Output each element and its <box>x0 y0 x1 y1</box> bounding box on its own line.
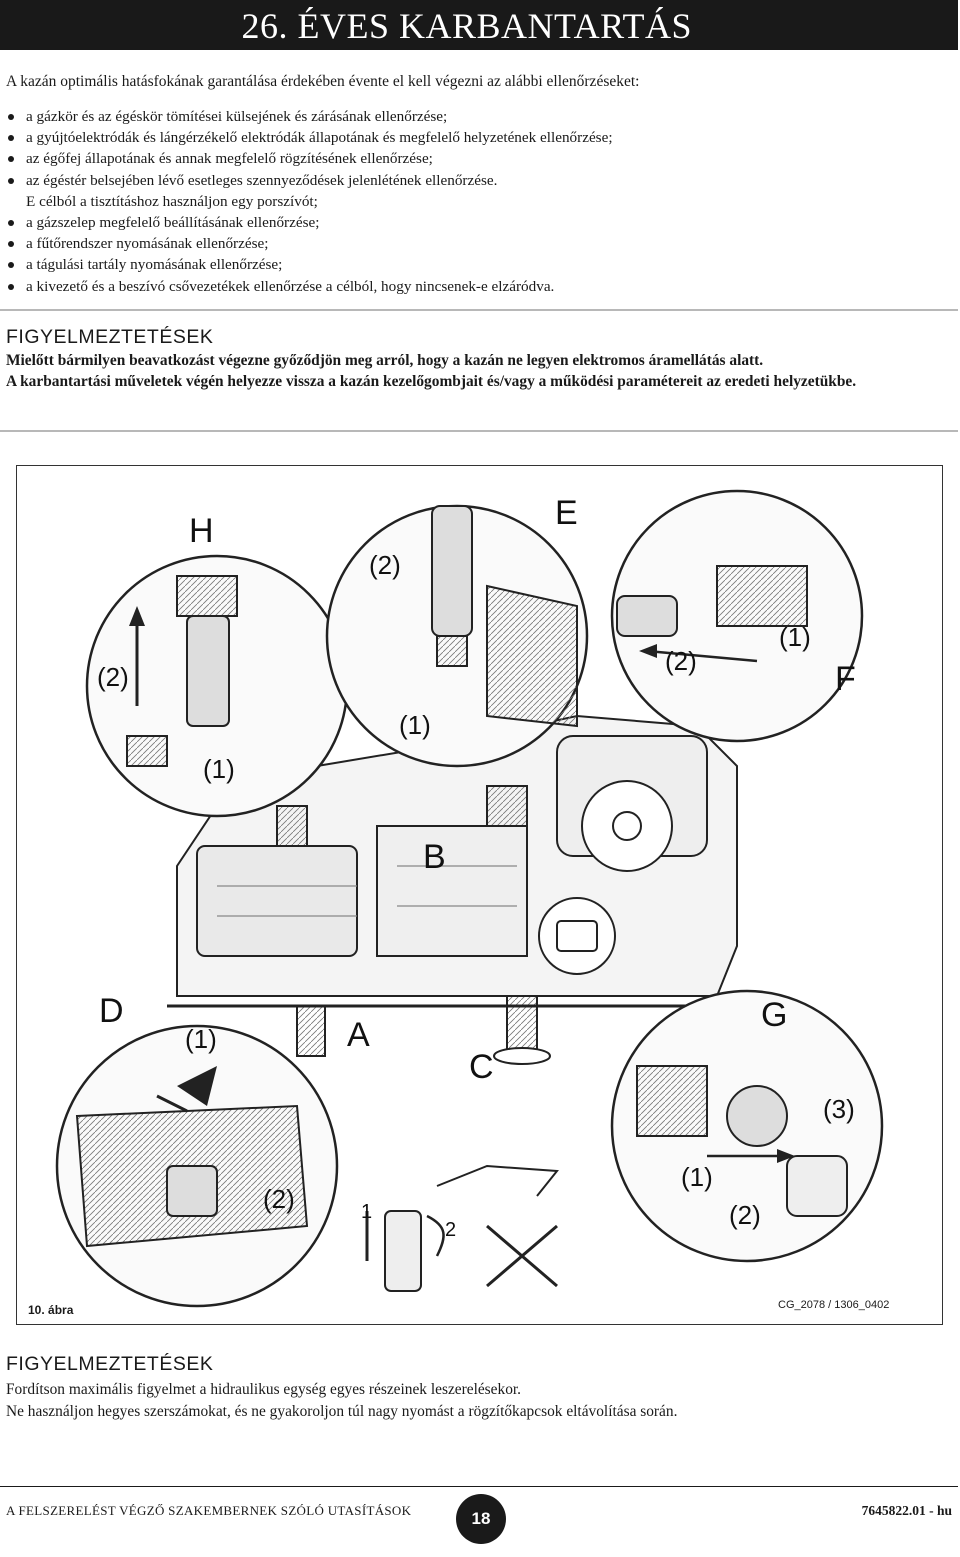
label-step-3: (3) <box>823 1094 855 1124</box>
label-step-2: (2) <box>97 662 129 692</box>
detail-h-circle <box>85 554 349 818</box>
label-step-1: (1) <box>399 710 431 740</box>
footer-divider <box>0 1486 958 1487</box>
figure-code: CG_2078 / 1306_0402 <box>778 1299 890 1311</box>
detail-f-circle <box>610 489 864 743</box>
list-note: E célból a tisztításhoz használjon egy p… <box>26 192 318 210</box>
list-item: a gázszelep megfelelő beállításának elle… <box>6 212 946 233</box>
detail-g-circle <box>610 989 884 1263</box>
bullet-icon <box>8 220 14 227</box>
bullet-icon <box>8 262 14 269</box>
document-code: 7645822.01 - hu <box>861 1503 952 1518</box>
detail-d-circle <box>55 1024 339 1308</box>
label-f: F <box>835 660 856 698</box>
warning-text: Mielőtt bármilyen beavatkozást végezne g… <box>6 352 764 369</box>
bullet-icon <box>8 135 14 142</box>
label-step-1: (1) <box>681 1162 713 1192</box>
bullet-icon <box>8 241 14 248</box>
boiler-maintenance-illustration: H E F B D A C G (2) (1) (2) (1) (1) (2) … <box>55 489 884 1308</box>
warning-text: Ne használjon hegyes szerszámokat, és ne… <box>6 1403 678 1420</box>
page-number: 18 <box>456 1494 506 1544</box>
detail-c-sketch <box>365 1164 559 1292</box>
maintenance-checklist: a gázkör és az égéskör tömítései külsejé… <box>6 106 946 297</box>
detail-e-circle <box>325 504 589 768</box>
page-header: 26. ÉVES KARBANTARTÁS <box>0 0 960 50</box>
list-item: az égőfej állapotának és annak megfelelő… <box>6 148 946 169</box>
label-step-2: (2) <box>665 646 697 676</box>
label-step-1: (1) <box>203 754 235 784</box>
warning-text: A karbantartási műveletek végén helyezze… <box>6 373 857 390</box>
warning-text: Fordítson maximális figyelmet a hidrauli… <box>6 1381 522 1398</box>
label-d: D <box>99 992 124 1030</box>
divider <box>0 309 958 311</box>
label-c: C <box>469 1048 494 1086</box>
label-g: G <box>761 996 787 1034</box>
header-bar <box>0 0 958 50</box>
list-item: a fűtőrendszer nyomásának ellenőrzése; <box>6 233 946 254</box>
list-item: az égéstér belsejében lévő esetleges sze… <box>6 170 946 191</box>
divider <box>0 430 958 432</box>
warning-title: FIGYELMEZTETÉSEK <box>6 1353 214 1375</box>
list-item: a gyújtóelektródák és lángérzékelő elekt… <box>6 127 946 148</box>
label-step-2: (2) <box>263 1184 295 1214</box>
footer-left-text: A FELSZERELÉST VÉGZŐ SZAKEMBERNEK SZÓLÓ … <box>6 1503 412 1518</box>
label-step-1: (1) <box>185 1024 217 1054</box>
label-h: H <box>189 512 214 550</box>
label-step-1: (1) <box>779 622 811 652</box>
bullet-icon <box>8 283 14 290</box>
bullet-icon <box>8 114 14 120</box>
bullet-icon <box>8 156 14 163</box>
bullet-icon <box>8 177 14 184</box>
label-e: E <box>555 494 578 532</box>
label-step-2: (2) <box>729 1200 761 1230</box>
list-item: a tágulási tartály nyomásának ellenőrzés… <box>6 254 946 275</box>
list-item: a kivezető és a beszívó csővezetékek ell… <box>6 276 946 297</box>
warning-title: FIGYELMEZTETÉSEK <box>6 326 214 348</box>
label-number-1: 1 <box>361 1201 372 1223</box>
label-number-2: 2 <box>445 1219 456 1241</box>
label-b: B <box>423 838 446 876</box>
label-step-2: (2) <box>369 550 401 580</box>
label-a: A <box>347 1016 370 1054</box>
intro-text: A kazán optimális hatásfokának garantálá… <box>6 73 640 90</box>
page-title: 26. ÉVES KARBANTARTÁS <box>241 6 692 46</box>
list-item: a gázkör és az égéskör tömítései külsejé… <box>6 106 946 127</box>
figure-caption: 10. ábra <box>28 1303 74 1317</box>
figure-10: H E F B D A C G (2) (1) (2) (1) (1) (2) … <box>16 465 943 1325</box>
